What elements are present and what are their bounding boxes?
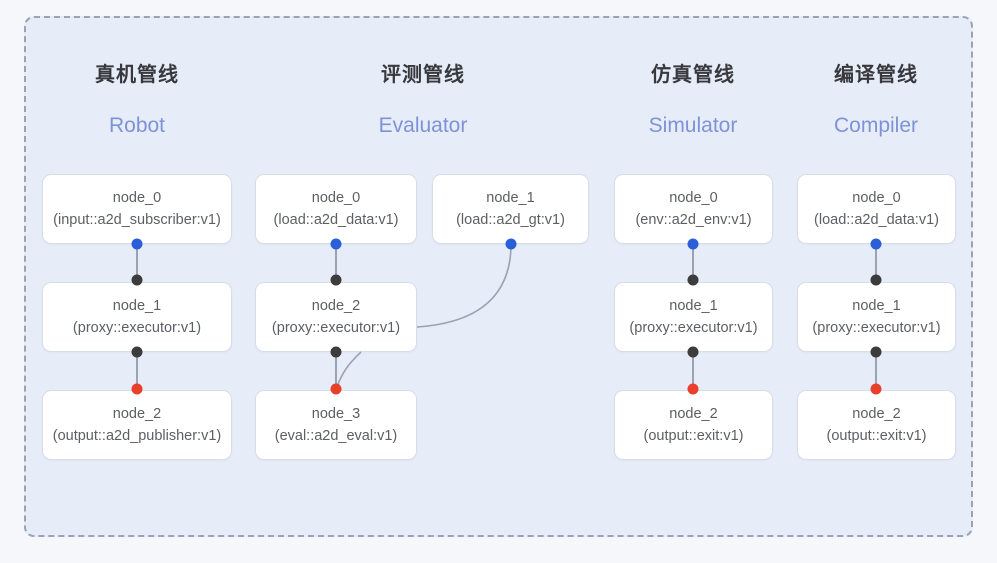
edge-compiler-1-to-2 bbox=[875, 352, 877, 389]
edge-eval-gt-to-executor bbox=[416, 243, 512, 328]
node-type: (load::a2d_data:v1) bbox=[814, 212, 939, 228]
node-type: (proxy::executor:v1) bbox=[72, 320, 202, 336]
node-evaluator-0[interactable]: node_0 (load::a2d_data:v1) bbox=[255, 174, 417, 244]
port-input-simulator-2[interactable] bbox=[687, 383, 699, 395]
column-title-en-compiler: Compiler bbox=[833, 114, 919, 137]
node-compiler-0[interactable]: node_0 (load::a2d_data:v1) bbox=[797, 174, 956, 244]
port-input-simulator-1[interactable] bbox=[687, 274, 699, 286]
port-input-compiler-2[interactable] bbox=[870, 383, 882, 395]
node-simulator-1[interactable]: node_1 (proxy::executor:v1) bbox=[614, 282, 773, 352]
node-id: node_1 bbox=[669, 298, 718, 314]
node-simulator-0[interactable]: node_0 (env::a2d_env:v1) bbox=[614, 174, 773, 244]
node-type: (eval::a2d_eval:v1) bbox=[274, 428, 398, 444]
node-type: (output::a2d_publisher:v1) bbox=[52, 428, 222, 444]
port-output-robot-0[interactable] bbox=[131, 238, 143, 250]
edge-simulator-1-to-2 bbox=[692, 352, 694, 389]
column-title-cn-simulator: 仿真管线 bbox=[651, 64, 735, 86]
node-id: node_1 bbox=[486, 190, 535, 206]
node-id: node_1 bbox=[112, 298, 162, 314]
column-title-cn-compiler: 编译管线 bbox=[834, 64, 918, 86]
node-type: (proxy::executor:v1) bbox=[629, 320, 758, 336]
edge-compiler-0-to-1 bbox=[875, 244, 877, 280]
port-input-robot-1[interactable] bbox=[131, 274, 143, 286]
node-id: node_2 bbox=[112, 406, 162, 422]
edge-executor-to-eval bbox=[335, 351, 362, 390]
column-header-evaluator: 评测管线 Evaluator bbox=[308, 62, 538, 139]
node-type: (proxy::executor:v1) bbox=[271, 320, 401, 336]
node-robot-2[interactable]: node_2 (output::a2d_publisher:v1) bbox=[42, 390, 232, 460]
node-type: (proxy::executor:v1) bbox=[812, 320, 941, 336]
column-title-cn-evaluator: 评测管线 bbox=[381, 64, 465, 86]
edge-robot-1-to-2 bbox=[136, 352, 138, 389]
port-output-evaluator-0[interactable] bbox=[330, 238, 342, 250]
node-evaluator-1[interactable]: node_1 (load::a2d_gt:v1) bbox=[432, 174, 589, 244]
port-input-robot-2[interactable] bbox=[131, 383, 143, 395]
port-input-evaluator-3[interactable] bbox=[330, 383, 342, 395]
column-title-cn-robot: 真机管线 bbox=[95, 64, 179, 86]
port-output-compiler-1[interactable] bbox=[870, 346, 882, 358]
node-type: (load::a2d_gt:v1) bbox=[456, 212, 565, 228]
port-output-robot-1[interactable] bbox=[131, 346, 143, 358]
node-id: node_2 bbox=[852, 406, 901, 422]
node-id: node_0 bbox=[311, 190, 361, 206]
column-header-compiler: 编译管线 Compiler bbox=[761, 62, 991, 139]
port-output-simulator-0[interactable] bbox=[687, 238, 699, 250]
node-robot-1[interactable]: node_1 (proxy::executor:v1) bbox=[42, 282, 232, 352]
node-id: node_2 bbox=[311, 298, 361, 314]
node-id: node_0 bbox=[852, 190, 901, 206]
column-header-robot: 真机管线 Robot bbox=[22, 62, 252, 139]
column-title-en-evaluator: Evaluator bbox=[378, 114, 468, 137]
port-output-evaluator-2[interactable] bbox=[330, 346, 342, 358]
edge-simulator-0-to-1 bbox=[692, 244, 694, 280]
node-id: node_2 bbox=[669, 406, 718, 422]
column-title-en-robot: Robot bbox=[108, 114, 166, 137]
node-compiler-2[interactable]: node_2 (output::exit:v1) bbox=[797, 390, 956, 460]
port-input-compiler-1[interactable] bbox=[870, 274, 882, 286]
node-type: (load::a2d_data:v1) bbox=[273, 212, 399, 228]
pipeline-diagram-container: 真机管线 Robot node_0 (input::a2d_subscriber… bbox=[24, 16, 973, 537]
node-evaluator-2[interactable]: node_2 (proxy::executor:v1) bbox=[255, 282, 417, 352]
node-id: node_3 bbox=[311, 406, 361, 422]
node-type: (input::a2d_subscriber:v1) bbox=[53, 212, 221, 228]
port-output-simulator-1[interactable] bbox=[687, 346, 699, 358]
node-type: (output::exit:v1) bbox=[643, 428, 744, 444]
node-id: node_0 bbox=[669, 190, 718, 206]
port-output-evaluator-1[interactable] bbox=[505, 238, 517, 250]
node-compiler-1[interactable]: node_1 (proxy::executor:v1) bbox=[797, 282, 956, 352]
node-id: node_1 bbox=[852, 298, 901, 314]
node-robot-0[interactable]: node_0 (input::a2d_subscriber:v1) bbox=[42, 174, 232, 244]
column-title-en-simulator: Simulator bbox=[648, 114, 738, 137]
node-evaluator-3[interactable]: node_3 (eval::a2d_eval:v1) bbox=[255, 390, 417, 460]
node-id: node_0 bbox=[112, 190, 162, 206]
node-type: (env::a2d_env:v1) bbox=[635, 212, 752, 228]
port-output-compiler-0[interactable] bbox=[870, 238, 882, 250]
column-header-simulator: 仿真管线 Simulator bbox=[578, 62, 808, 139]
port-input-evaluator-2[interactable] bbox=[330, 274, 342, 286]
edge-evaluator-0-to-2 bbox=[335, 244, 337, 280]
edge-robot-0-to-1 bbox=[136, 244, 138, 280]
node-type: (output::exit:v1) bbox=[826, 428, 927, 444]
node-simulator-2[interactable]: node_2 (output::exit:v1) bbox=[614, 390, 773, 460]
